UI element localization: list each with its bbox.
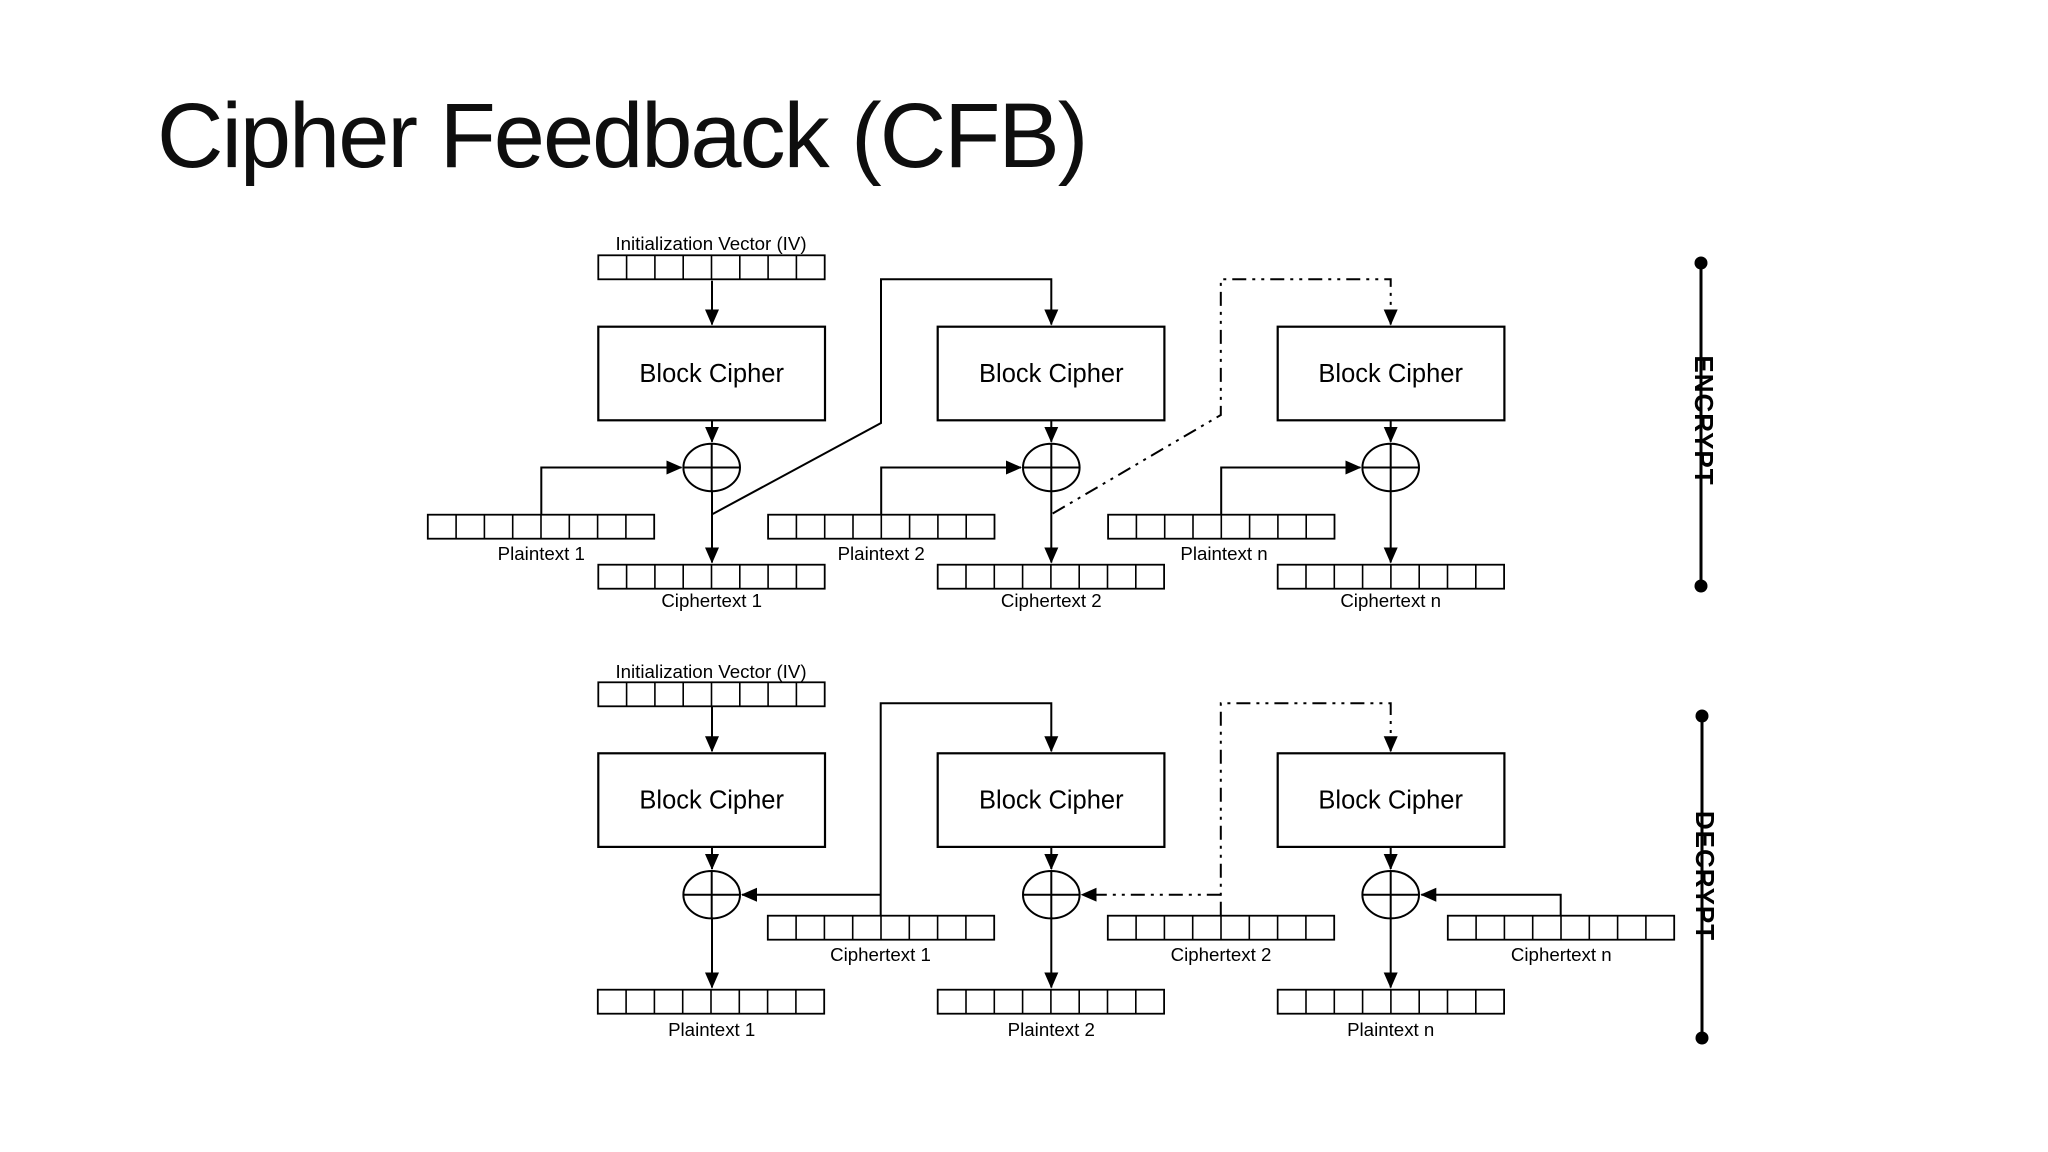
decrypt-block-cipher-1-box <box>597 752 827 848</box>
decrypt-plaintext-2-label: Plaintext 2 <box>1008 1019 1095 1040</box>
decrypt-bracket-bottom-dot <box>1695 1031 1709 1045</box>
decrypt-ciphertext1-to-block2-line <box>879 702 1059 916</box>
decrypt-diagram: Initialization Vector (IV) Block Cipher … <box>596 661 1676 1040</box>
encrypt-feedback-1-to-2-line <box>712 278 1059 515</box>
encrypt-block-cipher-2-box <box>936 325 1166 422</box>
decrypt-plaintext-1-register <box>596 988 826 1015</box>
encrypt-ciphertext-n-label: Ciphertext n <box>1340 590 1441 611</box>
encrypt-block-cipher-3-label: Block Cipher <box>1318 360 1463 388</box>
encrypt-diagram: Initialization Vector (IV) Block Cipher … <box>426 233 1506 611</box>
encrypt-iv-register <box>597 254 826 281</box>
encrypt-plaintext2-to-xor2-arrow <box>880 460 1022 515</box>
decrypt-ciphertext-2-register <box>1106 914 1336 941</box>
encrypt-feedback-2-to-3-line <box>1052 278 1398 515</box>
decrypt-xor-2-icon <box>1022 870 1081 920</box>
encrypt-block-cipher-1-box <box>597 325 827 422</box>
encrypt-xor-3-icon <box>1361 442 1420 493</box>
encrypt-plaintext-n-label: Plaintext n <box>1180 543 1267 564</box>
encrypt-ciphertext-n-register <box>1276 563 1505 590</box>
encrypt-plaintextn-to-xor3-arrow <box>1220 460 1362 515</box>
decrypt-bracket: DECRYPT <box>1690 709 1720 1045</box>
decrypt-bracket-top-dot <box>1695 709 1709 723</box>
decrypt-block-cipher-3-label: Block Cipher <box>1318 787 1463 815</box>
encrypt-xor-2-icon <box>1022 442 1081 493</box>
decrypt-ciphertextn-to-xor3-arrow <box>1420 887 1562 916</box>
decrypt-plaintext-n-label: Plaintext n <box>1347 1019 1434 1040</box>
encrypt-block-cipher-2-label: Block Cipher <box>979 360 1124 388</box>
encrypt-block-cipher-1-label: Block Cipher <box>639 360 784 388</box>
decrypt-block-cipher-2-label: Block Cipher <box>979 787 1124 815</box>
decrypt-xor-1-icon <box>682 870 741 920</box>
encrypt-ciphertext-1-register <box>597 563 826 590</box>
decrypt-ciphertext2-to-block3-line <box>1219 702 1398 916</box>
encrypt-plaintext-2-label: Plaintext 2 <box>838 543 925 564</box>
encrypt-bracket-top-dot <box>1694 256 1708 270</box>
decrypt-section-label: DECRYPT <box>1690 811 1720 941</box>
decrypt-ciphertext-n-label: Ciphertext n <box>1511 944 1612 965</box>
decrypt-block-cipher-1-label: Block Cipher <box>639 787 784 815</box>
decrypt-block-cipher-2-box <box>936 752 1166 848</box>
encrypt-ciphertext-1-label: Ciphertext 1 <box>661 590 762 611</box>
encrypt-bracket-bottom-dot <box>1694 579 1708 593</box>
decrypt-ciphertext-1-register <box>766 914 996 941</box>
encrypt-plaintext-n-register <box>1107 513 1336 540</box>
encrypt-plaintext-2-register <box>767 513 996 540</box>
encrypt-xor-1-icon <box>682 442 741 493</box>
encrypt-block-cipher-3-box <box>1276 325 1506 422</box>
decrypt-xor-3-icon <box>1361 870 1420 920</box>
slide-title: Cipher Feedback (CFB) <box>157 85 1088 187</box>
decrypt-ciphertext-n-register <box>1446 914 1676 941</box>
decrypt-block-cipher-3-box <box>1276 752 1506 848</box>
encrypt-bracket: ENCRYPT <box>1689 256 1719 593</box>
decrypt-plaintext-n-register <box>1276 988 1505 1015</box>
decrypt-ciphertext-1-label: Ciphertext 1 <box>830 944 931 965</box>
encrypt-plaintext-1-register <box>426 513 656 540</box>
decrypt-iv-label: Initialization Vector (IV) <box>615 661 806 682</box>
decrypt-plaintext-1-label: Plaintext 1 <box>668 1019 755 1040</box>
decrypt-iv-register <box>597 681 826 708</box>
decrypt-ciphertext-2-label: Ciphertext 2 <box>1171 944 1272 965</box>
encrypt-ciphertext-2-register <box>936 563 1165 590</box>
decrypt-plaintext-2-register <box>936 988 1165 1015</box>
encrypt-ciphertext-2-label: Ciphertext 2 <box>1001 590 1102 611</box>
encrypt-iv-label: Initialization Vector (IV) <box>615 233 806 254</box>
encrypt-plaintext1-to-xor1-arrow <box>540 460 683 515</box>
encrypt-plaintext-1-label: Plaintext 1 <box>498 543 585 564</box>
encrypt-section-label: ENCRYPT <box>1689 355 1719 485</box>
